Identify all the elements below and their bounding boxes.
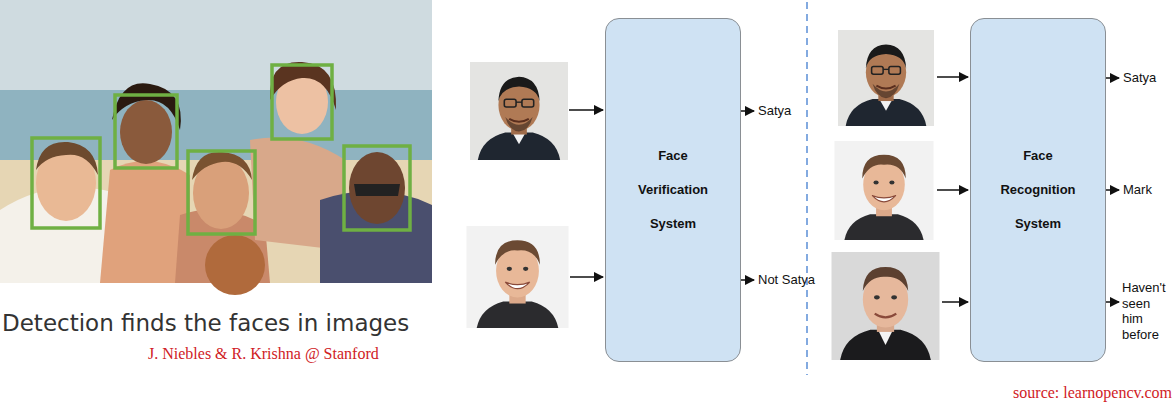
source-note: source: learnopencv.com: [1013, 384, 1172, 402]
output-label: Satya: [758, 103, 791, 118]
beach-photo: [0, 0, 432, 295]
output-label: Mark: [1123, 182, 1152, 197]
output-label: Satya: [1123, 70, 1156, 85]
caption: Detection finds the faces in images: [2, 310, 409, 336]
credit-note: J. Niebles & R. Krishna @ Stanford: [148, 345, 379, 363]
output-label: Not Satya: [758, 272, 815, 287]
face-photo: [467, 226, 569, 328]
box-label: Face Recognition System: [988, 139, 1088, 241]
system-box: Face Recognition System: [970, 18, 1106, 362]
output-label: Haven't seen him before: [1122, 280, 1172, 342]
system-box: Face Verification System: [605, 18, 741, 362]
divider-line: [806, 2, 808, 375]
face-photo: [835, 141, 934, 240]
face-photo: [470, 62, 568, 160]
face-photo: [832, 252, 940, 360]
face-photo: [838, 30, 934, 126]
box-label: Face Verification System: [623, 139, 723, 241]
